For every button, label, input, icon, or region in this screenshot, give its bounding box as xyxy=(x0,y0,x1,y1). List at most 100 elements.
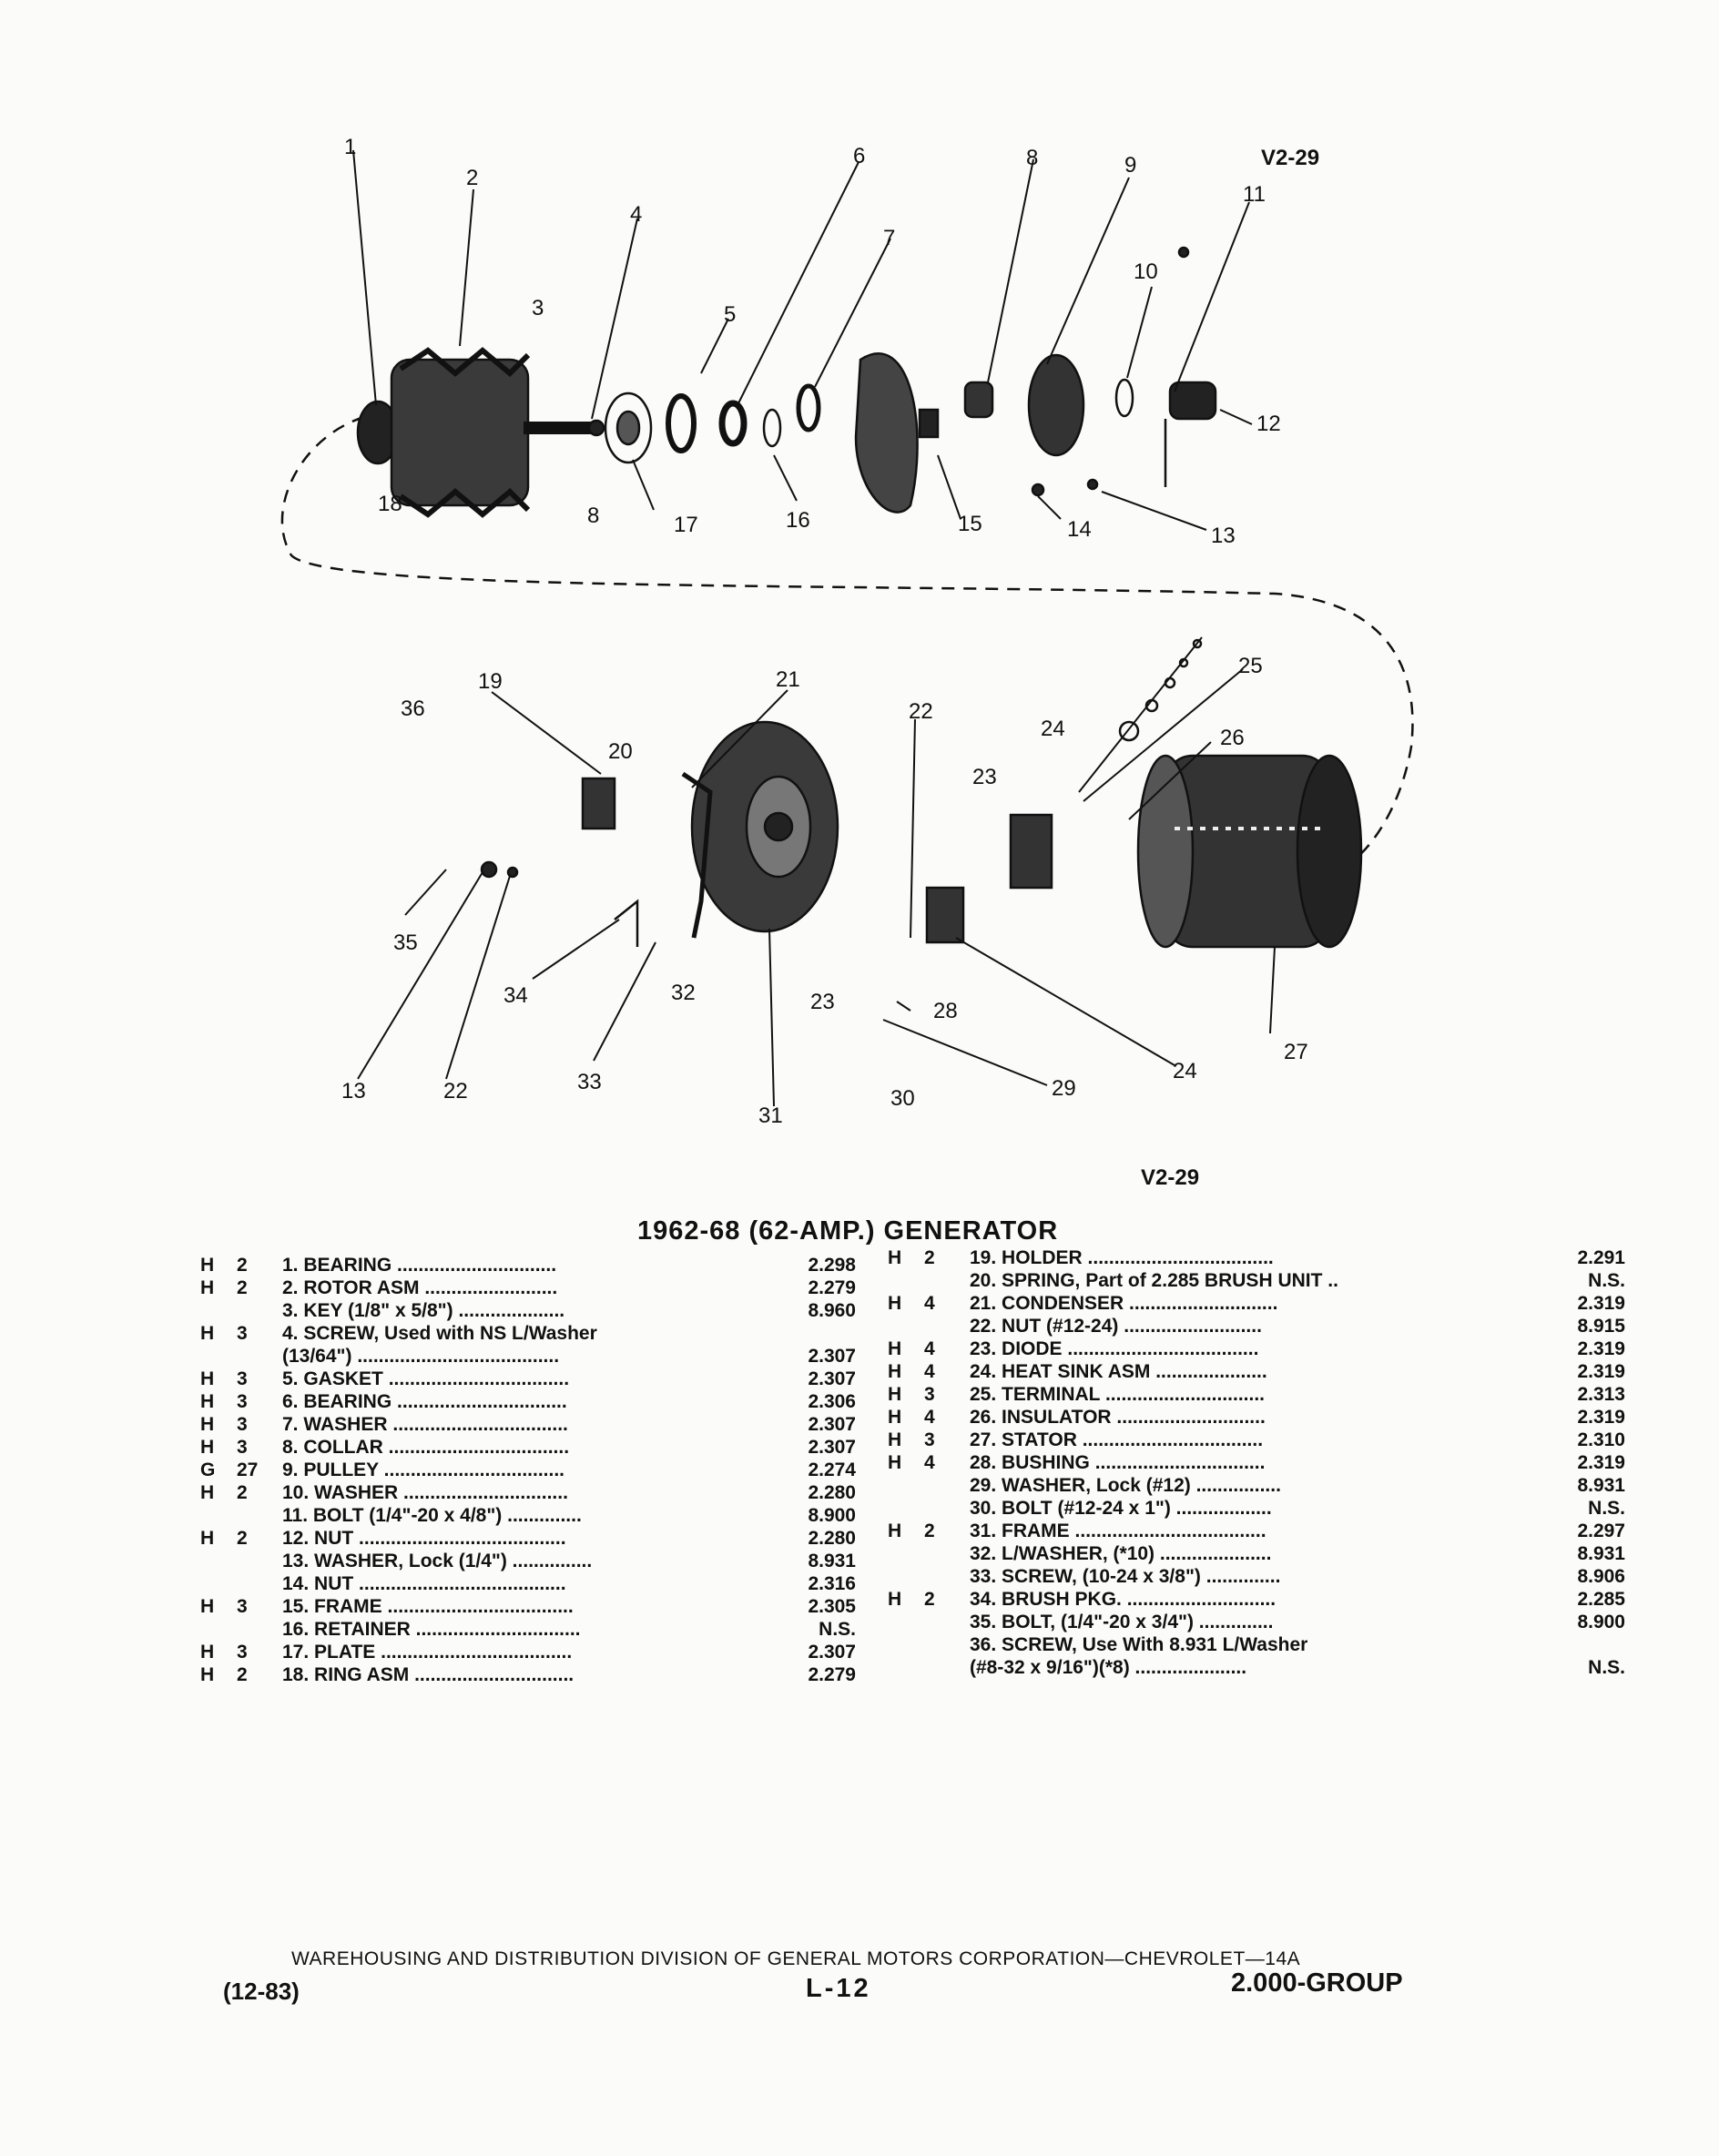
callout-32: 32 xyxy=(671,981,696,1005)
description: 15. FRAME ..............................… xyxy=(282,1596,574,1617)
part-group: 2.280 xyxy=(808,1482,856,1503)
page-number: L-12 xyxy=(806,1974,871,2003)
description: 3. KEY (1/8" x 5/8") ...................… xyxy=(282,1300,565,1321)
description: 11. BOLT (1/4"-20 x 4/8") .............. xyxy=(282,1505,582,1526)
part-group: 2.307 xyxy=(808,1346,856,1367)
callout-22: 22 xyxy=(909,699,933,724)
description: 9. PULLEY ..............................… xyxy=(282,1459,565,1480)
quantity: 3 xyxy=(237,1642,248,1663)
part-group: 2.285 xyxy=(1577,1589,1625,1610)
part-group: 2.313 xyxy=(1577,1384,1625,1405)
description: 18. RING ASM ...........................… xyxy=(282,1664,575,1685)
quantity: 3 xyxy=(237,1368,248,1389)
callout-26: 26 xyxy=(1220,726,1245,750)
callout-22b: 22 xyxy=(443,1079,468,1103)
quantity: 4 xyxy=(924,1452,935,1473)
quantity: 2 xyxy=(924,1589,935,1610)
callout-8: 8 xyxy=(1026,146,1039,170)
description: 24. HEAT SINK ASM ..................... xyxy=(970,1361,1267,1382)
quantity: 3 xyxy=(237,1414,248,1435)
callout-10: 10 xyxy=(1134,259,1158,284)
callout-23: 23 xyxy=(972,765,997,789)
quantity: 2 xyxy=(237,1528,248,1549)
group-letter: H xyxy=(200,1277,215,1298)
group-letter: H xyxy=(200,1414,215,1435)
part-group: N.S. xyxy=(819,1619,856,1640)
quantity: 2 xyxy=(924,1520,935,1541)
callout-29: 29 xyxy=(1052,1076,1076,1101)
callout-9: 9 xyxy=(1124,153,1137,178)
part-group: N.S. xyxy=(1588,1270,1625,1291)
quantity: 2 xyxy=(237,1664,248,1685)
slip-ring-frame xyxy=(690,720,839,933)
description: 22. NUT (#12-24) .......................… xyxy=(970,1316,1262,1337)
part-group: 2.307 xyxy=(808,1414,856,1435)
description: 21. CONDENSER ..........................… xyxy=(970,1293,1278,1314)
description: 14. NUT ................................… xyxy=(282,1573,566,1594)
group-letter: H xyxy=(200,1596,215,1617)
quantity: 4 xyxy=(924,1407,935,1428)
callout-14: 14 xyxy=(1067,517,1092,542)
callout-6: 6 xyxy=(853,144,866,168)
quantity: 4 xyxy=(924,1293,935,1314)
quantity: 4 xyxy=(924,1361,935,1382)
group-letter: H xyxy=(888,1429,902,1450)
group-letter: H xyxy=(200,1437,215,1458)
description: 6. BEARING .............................… xyxy=(282,1391,567,1412)
diagram-code-top: V2-29 xyxy=(1261,146,1320,170)
callout-23b: 23 xyxy=(810,990,835,1014)
group-letter: H xyxy=(888,1452,902,1473)
description: 25. TERMINAL ...........................… xyxy=(970,1384,1266,1405)
description: 33. SCREW, (10-24 x 3/8") .............. xyxy=(970,1566,1281,1587)
part-group: 2.279 xyxy=(808,1277,856,1298)
callout-8b: 8 xyxy=(587,503,600,528)
group-letter: H xyxy=(200,1664,215,1685)
description: 17. PLATE ..............................… xyxy=(282,1642,573,1663)
callout-18: 18 xyxy=(378,492,402,516)
part-group: N.S. xyxy=(1588,1498,1625,1519)
quantity: 3 xyxy=(924,1384,935,1405)
footer-date: (12-83) xyxy=(223,1978,300,2005)
quantity: 2 xyxy=(924,1247,935,1268)
description: 32. L/WASHER, (*10) ....................… xyxy=(970,1543,1272,1564)
description: 16. RETAINER ...........................… xyxy=(282,1619,581,1640)
callout-31: 31 xyxy=(758,1103,783,1128)
quantity: 3 xyxy=(237,1437,248,1458)
quantity: 4 xyxy=(924,1338,935,1359)
description: 36. SCREW, Use With 8.931 L/Washer xyxy=(970,1634,1308,1655)
callout-1: 1 xyxy=(344,135,357,159)
quantity: 2 xyxy=(237,1482,248,1503)
group-letter: H xyxy=(888,1407,902,1428)
part-group: 2.319 xyxy=(1577,1407,1625,1428)
description: 29. WASHER, Lock (#12) ................ xyxy=(970,1475,1281,1496)
part-group: 2.319 xyxy=(1577,1293,1625,1314)
description: 27. STATOR .............................… xyxy=(970,1429,1264,1450)
quantity: 3 xyxy=(924,1429,935,1450)
part-group: 8.900 xyxy=(808,1505,856,1526)
part-group: 2.306 xyxy=(808,1391,856,1412)
part-group: 8.906 xyxy=(1577,1566,1625,1587)
part-group: 2.307 xyxy=(808,1642,856,1663)
quantity: 2 xyxy=(237,1277,248,1298)
callout-20: 20 xyxy=(608,739,633,764)
quantity: 2 xyxy=(237,1255,248,1276)
group-letter: H xyxy=(888,1589,902,1610)
callout-27: 27 xyxy=(1284,1040,1308,1064)
group-letter: H xyxy=(888,1384,902,1405)
group-letter: H xyxy=(888,1361,902,1382)
part-group: 8.915 xyxy=(1577,1316,1625,1337)
part-group: 2.291 xyxy=(1577,1247,1625,1268)
description: 30. BOLT (#12-24 x 1") .................… xyxy=(970,1498,1272,1519)
callout-13: 13 xyxy=(1211,524,1236,548)
callout-16: 16 xyxy=(786,508,810,533)
part-group: N.S. xyxy=(1588,1657,1625,1678)
part-group: 8.931 xyxy=(1577,1543,1625,1564)
group-letter: H xyxy=(888,1338,902,1359)
diagram-code-bottom: V2-29 xyxy=(1141,1165,1200,1190)
footer-publisher: WAREHOUSING AND DISTRIBUTION DIVISION OF… xyxy=(291,1948,1301,1969)
footer-group: 2.000-GROUP xyxy=(1231,1968,1403,1998)
callout-36: 36 xyxy=(401,697,425,721)
description: 28. BUSHING ............................… xyxy=(970,1452,1266,1473)
group-letter: G xyxy=(200,1459,216,1480)
description: 5. GASKET ..............................… xyxy=(282,1368,570,1389)
